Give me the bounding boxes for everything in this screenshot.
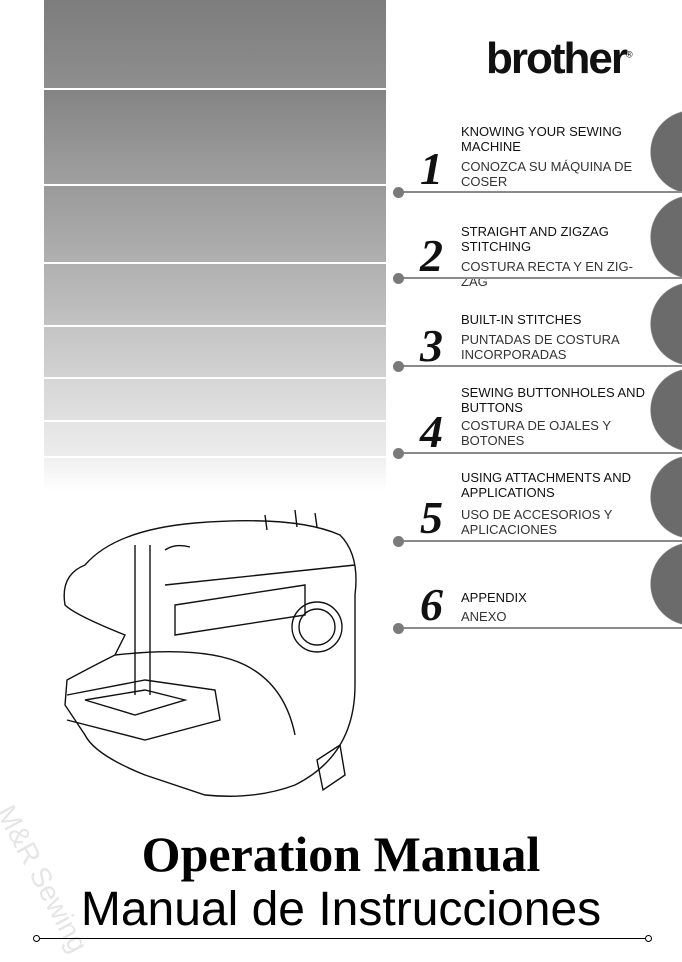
title-es: Manual de Instrucciones [80, 883, 602, 936]
title-en: Operation Manual [141, 826, 541, 882]
chapter-title-es: PUNTADAS DE COSTURA INCORPORADAS [461, 332, 619, 362]
chapter-number: 4 [420, 406, 443, 457]
chapter-tab[interactable] [650, 282, 682, 366]
bullet-dot [393, 361, 404, 372]
divider [398, 191, 682, 193]
chapter-title-en: KNOWING YOUR SEWING MACHINE [461, 124, 622, 154]
chapter-tab[interactable] [650, 455, 682, 539]
gray-band [44, 186, 386, 262]
gray-band [44, 422, 386, 456]
gray-band [44, 379, 386, 420]
bullet-dot [393, 536, 404, 547]
divider [398, 540, 682, 542]
chapter-tab[interactable] [650, 195, 682, 279]
divider [398, 627, 682, 629]
chapter-title-es: CONOZCA SU MÁQUINA DE COSER [461, 159, 633, 189]
divider [398, 277, 682, 279]
chapter-number: 6 [420, 579, 443, 630]
chapter-title-en: USING ATTACHMENTS AND APPLICATIONS [461, 470, 631, 500]
chapter-title-en: STRAIGHT AND ZIGZAG STITCHING [461, 224, 609, 254]
sewing-machine-illustration [63, 509, 357, 797]
chapter-title-en: BUILT-IN STITCHES [461, 312, 582, 327]
divider [398, 365, 682, 367]
chapter-tab[interactable] [650, 368, 682, 452]
divider [398, 452, 682, 454]
bullet-dot [393, 623, 404, 634]
bullet-dot [393, 448, 404, 459]
chapter-title-es: ANEXO [461, 609, 507, 624]
gray-band [44, 90, 386, 184]
chapter-title-en: APPENDIX [461, 590, 527, 605]
rule-end-dot [645, 935, 652, 942]
chapter-title-en: SEWING BUTTONHOLES AND BUTTONS [461, 385, 645, 415]
chapter-tab[interactable] [650, 542, 682, 626]
chapter-title-es: COSTURA RECTA Y EN ZIG-ZAG [461, 259, 633, 289]
gray-band [44, 264, 386, 325]
gray-band [44, 0, 386, 88]
rule-end-dot [33, 935, 40, 942]
gray-band [44, 458, 386, 492]
chapter-number: 3 [420, 320, 443, 371]
chapter-title-es: USO DE ACCESORIOS Y APLICACIONES [461, 507, 613, 537]
bullet-dot [393, 273, 404, 284]
chapter-number: 2 [420, 230, 443, 281]
chapter-number: 5 [420, 492, 443, 543]
bottom-rule [36, 938, 652, 939]
chapter-number: 1 [420, 143, 443, 194]
brother-logo: brother® [486, 34, 633, 83]
bullet-dot [393, 187, 404, 198]
chapter-tab[interactable] [650, 110, 682, 194]
gray-band [44, 327, 386, 377]
chapter-title-es: COSTURA DE OJALES Y BOTONES [461, 418, 611, 448]
